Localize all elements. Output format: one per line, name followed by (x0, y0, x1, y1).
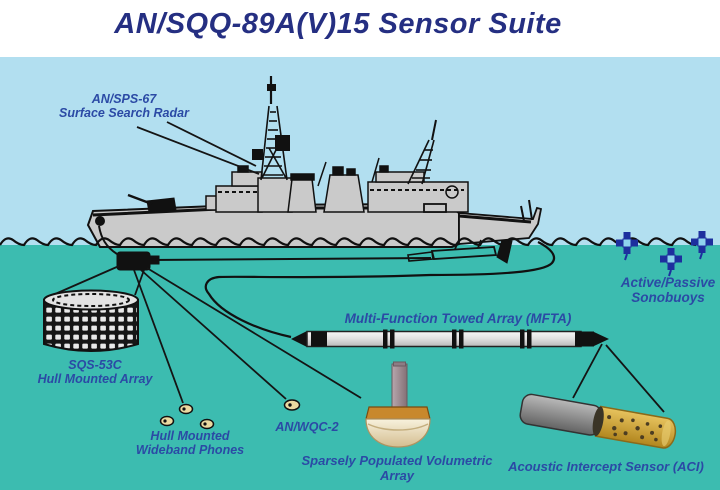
label-sqs53c-line1: SQS-53C (68, 358, 122, 372)
keel-line (149, 257, 432, 261)
aci-sensor-graphic (519, 393, 677, 449)
sonar-dome (116, 251, 151, 271)
leader-dome-to-wqc2 (140, 269, 287, 400)
leader-mfta-to-aci-a (572, 343, 603, 399)
label-sps67-line2: Surface Search Radar (59, 106, 189, 120)
leader-mfta-to-aci-b (605, 344, 665, 413)
mfta-graphic (291, 329, 609, 349)
label-phones: Hull Mounted Wideband Phones (136, 429, 244, 457)
label-mfta: Multi-Function Towed Array (MFTA) (345, 311, 572, 326)
label-phones-line1: Hull Mounted (150, 429, 230, 443)
label-aci-line1: Acoustic Intercept Sensor (ACI) (508, 459, 704, 474)
sonobuoy (691, 231, 713, 260)
tow-cable (204, 241, 556, 339)
page-title: AN/SQQ-89A(V)15 Sensor Suite (114, 8, 562, 40)
aft-mast (407, 119, 437, 185)
label-sqs53c: SQS-53C Hull Mounted Array (38, 358, 153, 386)
forward-superstructure (205, 165, 293, 213)
forward-gun (127, 193, 177, 213)
sqs53c-array-graphic (43, 289, 139, 352)
label-sonobuoys: Active/Passive Sonobuoys (621, 275, 716, 305)
leader-dome-to-volumetric (146, 267, 362, 399)
label-sonobuoys-line1: Active/Passive (620, 275, 716, 290)
label-wqc2: AN/WQC-2 (275, 420, 338, 434)
sonobuoys-graphic (616, 231, 713, 277)
funnels (287, 166, 365, 213)
leader-sps67-b (136, 126, 260, 175)
sonobuoy (660, 248, 682, 277)
pointer-lines (45, 121, 665, 413)
label-phones-line2: Wideband Phones (135, 443, 245, 457)
stern-section (423, 199, 543, 245)
leader-dome-to-phones (133, 269, 184, 404)
water-background (0, 245, 720, 490)
forward-mast (252, 76, 290, 181)
wqc2-graphic (283, 399, 301, 411)
label-aci: Acoustic Intercept Sensor (ACI) (508, 459, 704, 474)
aft-superstructure (317, 157, 469, 213)
underwater-gear (98, 225, 556, 339)
waterline-wave (0, 237, 697, 247)
label-volumetric-line2: Array (380, 468, 414, 483)
bow-fitting (95, 216, 105, 226)
label-sonobuoys-line2: Sonobuoys (631, 290, 705, 305)
volumetric-array-graphic (365, 361, 431, 448)
label-sps67: AN/SPS-67 Surface Search Radar (59, 92, 189, 120)
leader-sps67-a (166, 121, 257, 167)
label-volumetric-line1: Sparsely Populated Volumetric (301, 453, 493, 468)
label-sqs53c-line2: Hull Mounted Array (37, 372, 153, 386)
wideband-phones-graphic (159, 403, 215, 430)
label-mfta-line1: Multi-Function Towed Array (MFTA) (344, 311, 572, 326)
sonobuoy (616, 232, 638, 261)
label-volumetric: Sparsely Populated Volumetric Array (302, 453, 493, 483)
ship-silhouette (86, 76, 543, 248)
label-sps67-line1: AN/SPS-67 (91, 92, 157, 106)
label-wqc2-line1: AN/WQC-2 (275, 420, 339, 434)
